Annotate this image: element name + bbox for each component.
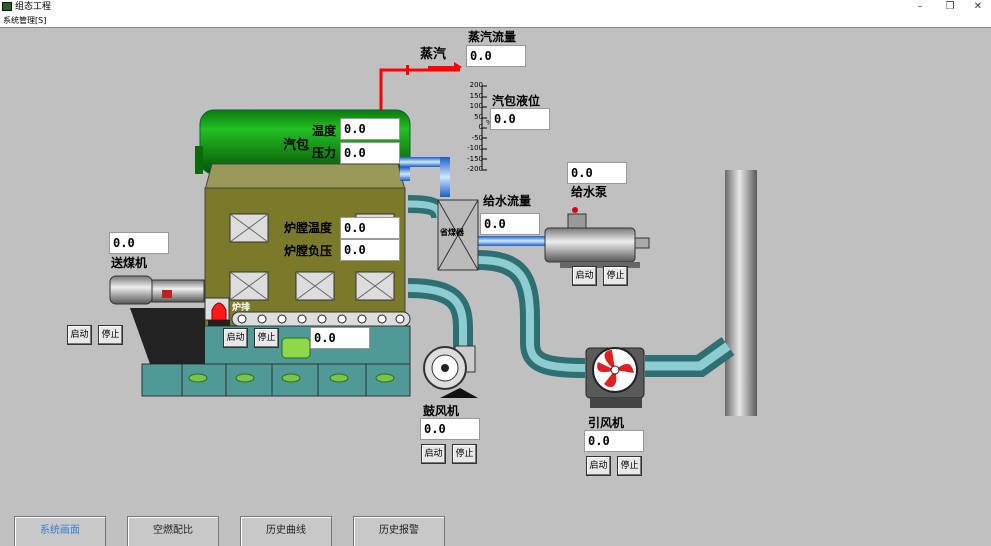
scale-tick: -100 [467, 144, 483, 152]
blower-value: 0.0 [420, 418, 480, 440]
grate-label: 炉排 [232, 303, 251, 313]
grate-stop-button[interactable]: 停止 [254, 328, 279, 348]
furnace-pressure-value: 0.0 [340, 239, 400, 261]
drum-temp-label: 温度 [312, 124, 337, 138]
steam-pipe [379, 62, 462, 110]
alarm-light [208, 302, 230, 326]
grate-value: 0.0 [310, 327, 370, 349]
induced-fan-stop-button[interactable]: 停止 [617, 456, 642, 476]
induced-fan-value: 0.0 [584, 430, 644, 452]
scale-tick: 100 [469, 102, 483, 110]
feed-pump-start-button[interactable]: 启动 [572, 266, 597, 286]
blower-start-button[interactable]: 启动 [421, 444, 446, 464]
steam-flow-value: 0.0 [466, 45, 526, 67]
level-scale-ticks: 200 150 100 50 0 -50 -100 -150 -200 [455, 80, 483, 175]
feed-pump-machine [544, 207, 650, 268]
scale-tick: -200 [467, 165, 483, 173]
tab-history-alarm[interactable]: 历史报警 [353, 516, 445, 546]
feed-water-flow-label: 给水流量 [483, 194, 532, 208]
steam-flow-label: 蒸汽流量 [468, 30, 517, 44]
drum-level-scale [481, 85, 487, 171]
grate-start-button[interactable]: 启动 [223, 328, 248, 348]
induced-fan-start-button[interactable]: 启动 [586, 456, 611, 476]
window-title: 组态工程 [15, 2, 52, 12]
furnace-temp-label: 炉膛温度 [284, 221, 333, 235]
blower-label: 鼓风机 [423, 404, 460, 418]
chimney [725, 170, 757, 416]
minimize-button[interactable]: – [917, 1, 923, 12]
tab-system-screen[interactable]: 系统画面 [14, 516, 106, 546]
scale-tick: 50 [474, 112, 483, 121]
grate-conveyor [231, 311, 411, 327]
blower-stop-button[interactable]: 停止 [452, 444, 477, 464]
scale-tick: 150 [469, 91, 483, 100]
scale-tick: -150 [467, 154, 483, 163]
drum-level-value: 0.0 [490, 108, 550, 130]
induced-fan-label: 引风机 [588, 416, 625, 430]
level-unit: % [486, 119, 493, 127]
coal-feeder-start-button[interactable]: 启动 [67, 325, 92, 345]
flue-duct [407, 195, 735, 378]
feed-pump-label: 给水泵 [571, 185, 608, 199]
drum-pressure-value: 0.0 [340, 142, 400, 164]
economizer-label: 省煤器 [440, 228, 464, 237]
feed-pump-stop-button[interactable]: 停止 [603, 266, 628, 286]
coal-feeder-label: 送煤机 [111, 256, 148, 270]
app-icon [2, 2, 12, 11]
induced-fan-machine [585, 347, 645, 408]
drum-label: 汽包 [283, 138, 310, 153]
drum-temp-value: 0.0 [340, 118, 400, 140]
blower-machine [423, 345, 478, 398]
furnace-pressure-label: 炉膛负压 [284, 244, 333, 258]
menu-system[interactable]: 系统管理[S] [3, 16, 47, 25]
economizer [437, 199, 479, 271]
feed-water-flow-value: 0.0 [480, 213, 540, 235]
feed-water-pipe [400, 157, 546, 246]
process-canvas: 蒸汽 蒸汽流量 0.0 200 150 100 50 0 -50 -100 -1… [0, 28, 991, 546]
maximize-button[interactable]: ❐ [945, 1, 955, 12]
coal-feeder-stop-button[interactable]: 停止 [98, 325, 123, 345]
drum-pressure-label: 压力 [312, 146, 337, 160]
coal-feeder-value: 0.0 [109, 232, 169, 254]
steam-label: 蒸汽 [420, 47, 447, 62]
boiler-base [141, 325, 411, 397]
drum-level-label: 汽包液位 [492, 94, 541, 108]
scale-tick: 0 [478, 123, 483, 131]
menu-bar: 系统管理[S] [0, 14, 991, 28]
scale-tick: 200 [469, 81, 483, 89]
furnace-temp-value: 0.0 [340, 217, 400, 239]
close-button[interactable]: ✕ [973, 1, 983, 12]
tab-history-curve[interactable]: 历史曲线 [240, 516, 332, 546]
feed-pump-value: 0.0 [567, 162, 627, 184]
tab-air-fuel-ratio[interactable]: 空燃配比 [127, 516, 219, 546]
scale-tick: -50 [471, 133, 483, 142]
title-bar: 组态工程 – ❐ ✕ [0, 0, 991, 14]
